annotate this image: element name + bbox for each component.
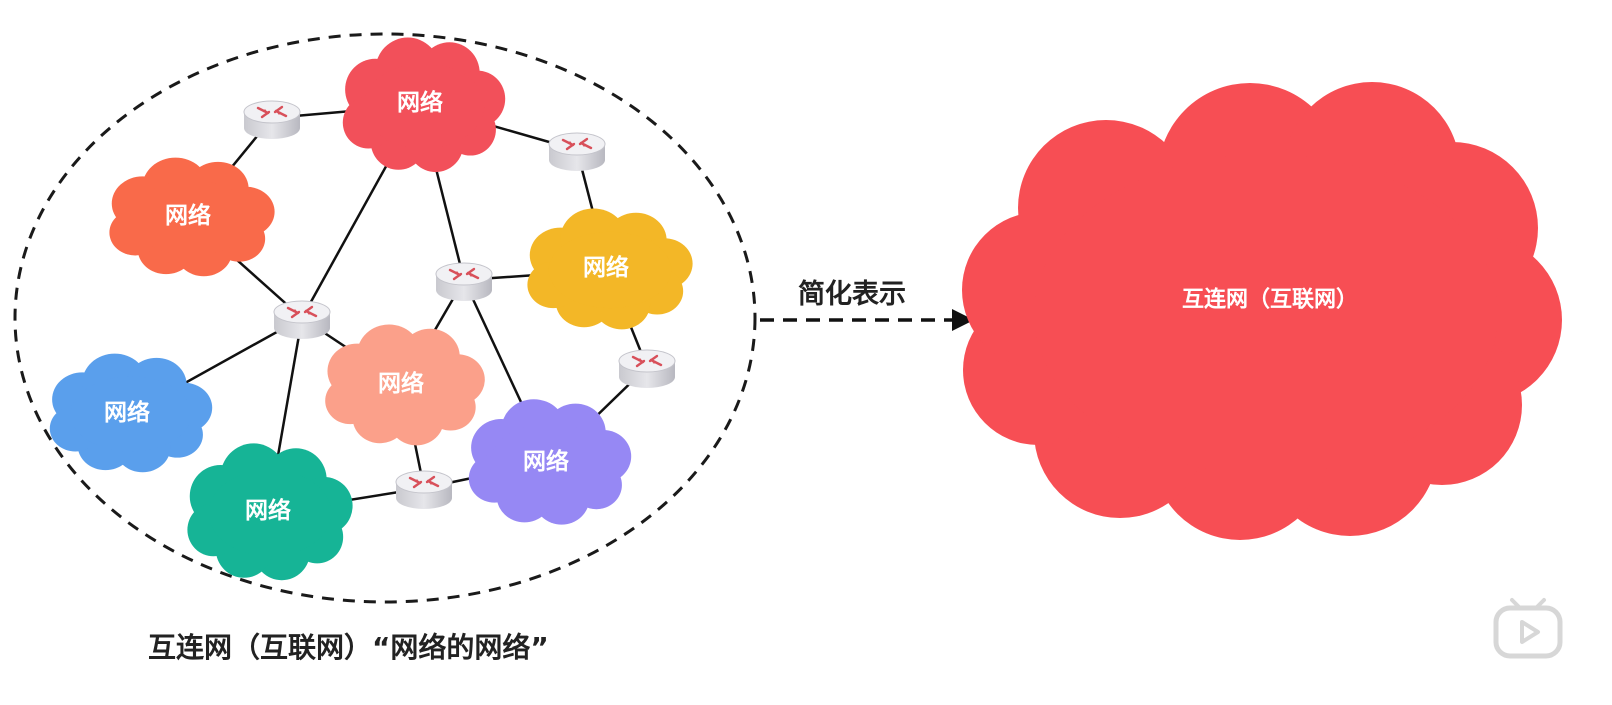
router-icon <box>617 348 677 390</box>
internet-boundary-ellipse <box>13 32 757 604</box>
arrow-label: 简化表示 <box>798 278 906 310</box>
router-icon <box>547 131 607 173</box>
network-label: 网络 <box>397 89 443 116</box>
network-label: 网络 <box>245 497 291 524</box>
video-play-icon[interactable] <box>1490 596 1566 660</box>
network-label: 网络 <box>104 399 150 426</box>
router-icon <box>242 99 302 141</box>
network-cloud-left: 网络 <box>109 157 275 277</box>
router-icon <box>394 469 454 511</box>
network-cloud-center: 网络 <box>325 324 485 446</box>
internet-label: 互连网（互联网） <box>1182 287 1358 313</box>
network-cloud-green: 网络 <box>187 443 353 581</box>
network-label: 网络 <box>378 370 424 397</box>
network-label: 网络 <box>165 202 211 229</box>
router-icon <box>434 261 494 303</box>
network-cloud-blue: 网络 <box>49 353 213 473</box>
internet-cloud <box>962 82 1562 540</box>
network-label: 网络 <box>583 254 629 281</box>
router-icon <box>272 299 332 341</box>
network-cloud-top: 网络 <box>342 37 506 173</box>
arrow-head-icon <box>952 309 974 331</box>
network-label: 网络 <box>523 448 569 475</box>
network-cloud-yellow: 网络 <box>527 208 693 330</box>
network-cloud-purple: 网络 <box>468 399 632 525</box>
diagram-caption: 互连网（互联网）“网络的网络” <box>148 631 549 664</box>
